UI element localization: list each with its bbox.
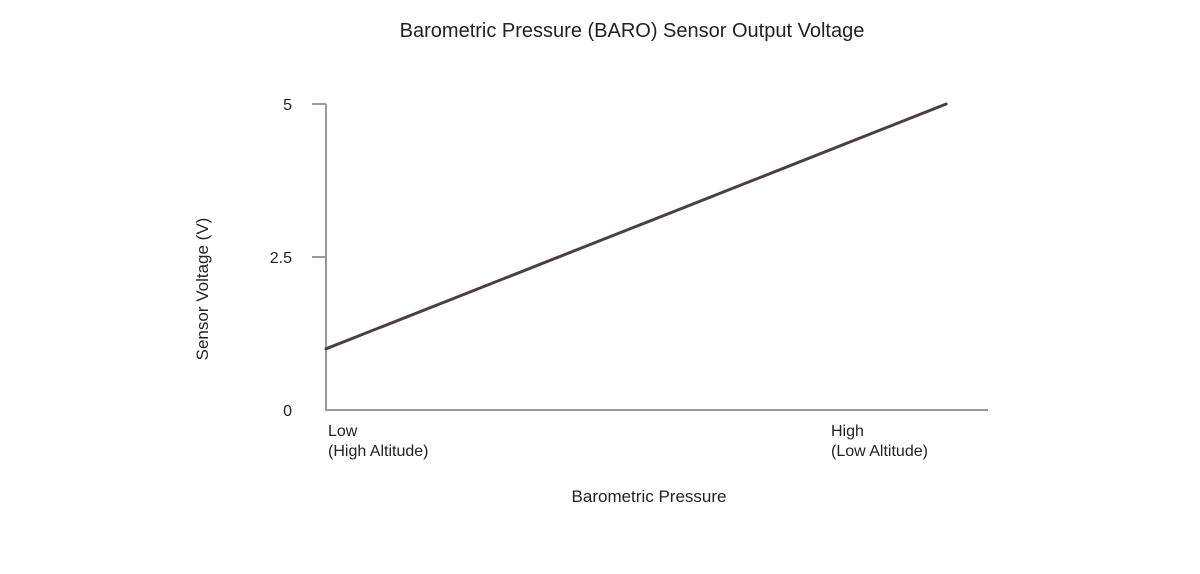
series-line bbox=[324, 102, 948, 351]
chart-title: Barometric Pressure (BARO) Sensor Output… bbox=[400, 20, 865, 42]
series-layer bbox=[324, 102, 948, 351]
x-category-label-line1: Low bbox=[328, 423, 358, 440]
y-tick-label: 2.5 bbox=[270, 250, 292, 267]
axes bbox=[325, 104, 988, 411]
x-category-label-line1: High bbox=[831, 423, 864, 440]
x-category-label-line2: (High Altitude) bbox=[328, 443, 429, 460]
y-axis-label: Sensor Voltage (V) bbox=[193, 218, 212, 361]
y-tick-label: 5 bbox=[283, 97, 292, 114]
y-tick-label: 0 bbox=[283, 403, 292, 420]
x-category-labels: Low (High Altitude) High (Low Altitude) bbox=[328, 423, 928, 460]
x-axis-label: Barometric Pressure bbox=[572, 487, 727, 506]
x-category-label-line2: (Low Altitude) bbox=[831, 443, 928, 460]
y-ticks: 02.55 bbox=[270, 97, 326, 420]
